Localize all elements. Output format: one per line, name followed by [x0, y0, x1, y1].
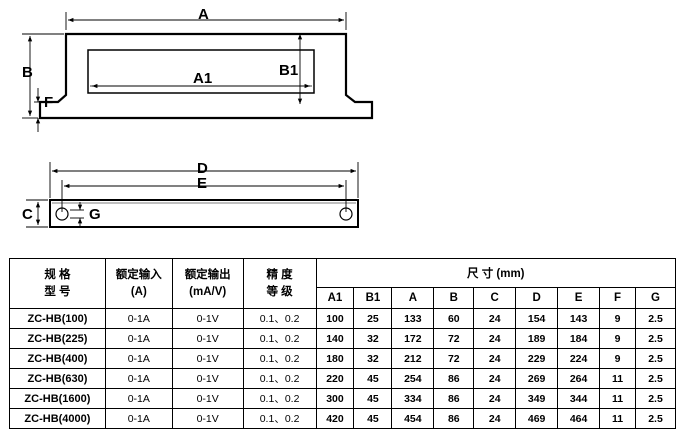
table-row: ZC-HB(4000) 0-1A 0-1V 0.1、0.2 420 45 454… [9, 408, 677, 429]
label-f: F [44, 94, 53, 111]
col-b1: B1 [353, 287, 393, 309]
dim-c [26, 199, 48, 228]
col-e: E [557, 287, 601, 309]
col-a: A [391, 287, 435, 309]
label-a1: A1 [193, 70, 212, 87]
table-row: ZC-HB(630) 0-1A 0-1V 0.1、0.2 220 45 254 … [9, 368, 677, 389]
spec-table: 规 格 型 号 额定输入 (A) 额定输出 (mA/V) 精 度 等 级 尺 寸… [9, 258, 677, 429]
table-row: ZC-HB(1600) 0-1A 0-1V 0.1、0.2 300 45 334… [9, 388, 677, 409]
col-b: B [433, 287, 475, 309]
col-f: F [599, 287, 636, 309]
label-c: C [22, 206, 33, 223]
dimension-drawing: A A1 B1 B F D E C [22, 6, 374, 228]
label-a: A [198, 6, 209, 23]
col-g: G [634, 287, 677, 309]
top-view-outline [38, 32, 374, 120]
table-row: ZC-HB(225) 0-1A 0-1V 0.1、0.2 140 32 172 … [9, 328, 677, 349]
dim-f [34, 88, 41, 132]
side-view-body [49, 199, 359, 228]
dim-d [49, 162, 359, 198]
label-b1: B1 [279, 62, 298, 79]
header-spec: 规 格 型 号 [9, 258, 106, 309]
dim-e [61, 180, 347, 212]
header-rated-input: 额定输入 (A) [104, 258, 173, 309]
label-e: E [197, 175, 207, 192]
top-view-window [87, 49, 315, 94]
dim-g [70, 202, 84, 226]
table-row: ZC-HB(400) 0-1A 0-1V 0.1、0.2 180 32 212 … [9, 348, 677, 369]
label-d: D [197, 160, 208, 177]
col-a1: A1 [315, 287, 355, 309]
label-b: B [22, 64, 33, 81]
dim-b [22, 33, 64, 119]
dim-a [65, 12, 347, 30]
header-accuracy: 精 度 等 级 [242, 258, 317, 309]
dim-columns-row: A1 B1 A B C D E F G [10, 287, 677, 309]
col-d: D [515, 287, 559, 309]
header-rated-output: 额定输出 (mA/V) [171, 258, 244, 309]
table-row: ZC-HB(100) 0-1A 0-1V 0.1、0.2 100 25 133 … [9, 308, 677, 329]
header-dimensions: 尺 寸 (mm) [315, 258, 677, 288]
label-g: G [89, 206, 101, 223]
col-c: C [473, 287, 517, 309]
